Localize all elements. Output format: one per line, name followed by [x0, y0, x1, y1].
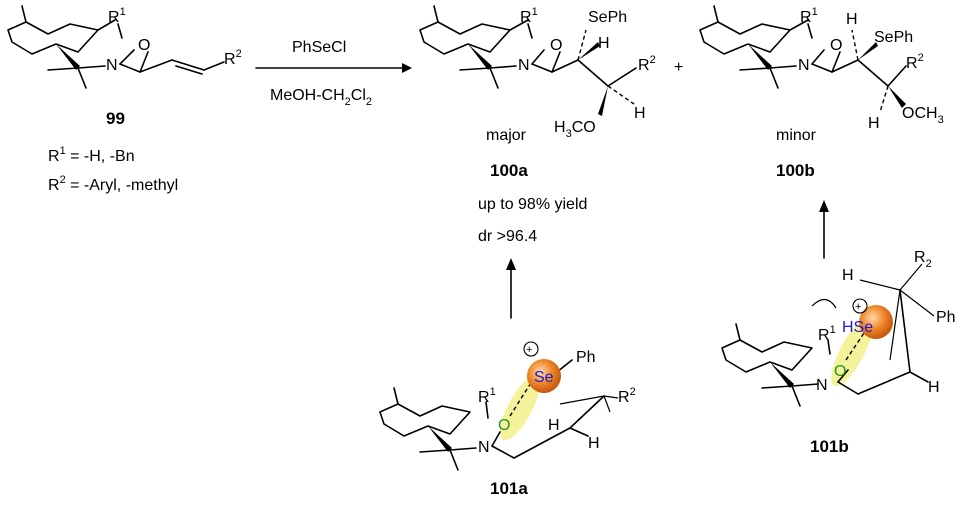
atom-r1-99: R1: [108, 6, 126, 26]
atom-r1-101a: R1: [478, 386, 496, 406]
atom-methoxy-100b: OCH3: [902, 105, 944, 126]
r2-definition: R2 = -Aryl, -methyl: [48, 174, 178, 194]
atom-n-99: N: [106, 57, 118, 74]
atom-r2-101a: R2: [618, 386, 636, 406]
caption-minor: minor: [776, 127, 817, 144]
yield-text: up to 98% yield: [478, 196, 587, 213]
product-100a-structure: [419, 5, 637, 116]
atom-o-99: O: [138, 37, 150, 54]
arrow-101a-to-100a: [506, 258, 516, 319]
charge-101a: +: [526, 344, 532, 356]
atom-o-100b: O: [830, 37, 842, 54]
atom-r1-101b: R1: [818, 324, 836, 344]
atom-o-101a: O: [498, 417, 510, 434]
arrow-101b-to-100b: [819, 200, 829, 259]
atom-r2-101b: R2: [914, 249, 932, 270]
ts-101a-label: 101a: [490, 479, 528, 498]
atom-o-101b: O: [834, 363, 846, 380]
atom-h-101b-2: H: [928, 379, 940, 396]
atom-n-101b: N: [816, 377, 828, 394]
atom-h-101a-1: H: [548, 417, 560, 434]
dr-text: dr >96.4: [478, 228, 537, 245]
atom-n-100b: N: [798, 57, 810, 74]
atom-n-101a: N: [478, 439, 490, 456]
ts-101b-structure: [721, 263, 935, 407]
ts-101a-structure: [379, 341, 619, 471]
solvent-label: MeOH-CH2Cl2: [270, 87, 372, 108]
atom-r1-100b: R1: [800, 6, 818, 26]
ts-101b-label: 101b: [810, 437, 849, 456]
plus-sign: +: [674, 59, 683, 76]
atom-r2-100a: R2: [638, 54, 656, 74]
reaction-arrow: [255, 63, 412, 73]
atom-se-101a: Se: [534, 369, 554, 386]
atom-h-100b-1: H: [846, 11, 858, 28]
atom-n-100a: N: [518, 57, 530, 74]
atom-h-100b-2: H: [868, 115, 880, 132]
atom-methoxy-100a: H3CO: [554, 119, 596, 140]
atom-seph-100a: SePh: [588, 9, 627, 26]
atom-ph-101b: Ph: [936, 309, 956, 326]
atom-r1-100a: R1: [520, 6, 538, 26]
compound-100b-label: 100b: [776, 161, 815, 180]
atom-h-100a-2: H: [634, 105, 646, 122]
atom-r2-99: R2: [224, 48, 242, 68]
atom-hse-101b: HSe: [842, 319, 873, 336]
compound-100a-label: 100a: [490, 161, 528, 180]
atom-seph-100b: SePh: [874, 29, 913, 46]
atom-o-100a: O: [550, 37, 562, 54]
caption-major: major: [486, 127, 527, 144]
product-100b-structure: [699, 5, 907, 113]
reagent-label: PhSeCl: [292, 39, 346, 56]
atom-h-101a-2: H: [588, 435, 600, 452]
compound-99-structure: [7, 5, 225, 89]
atom-h-101b-1: H: [842, 267, 854, 284]
atom-h-100a-1: H: [598, 35, 610, 52]
atom-ph-101a: Ph: [576, 349, 596, 366]
charge-101b: +: [855, 301, 861, 313]
atom-r2-100b: R2: [906, 52, 924, 72]
compound-99-label: 99: [106, 109, 125, 128]
r1-definition: R1 = -H, -Bn: [48, 145, 135, 165]
